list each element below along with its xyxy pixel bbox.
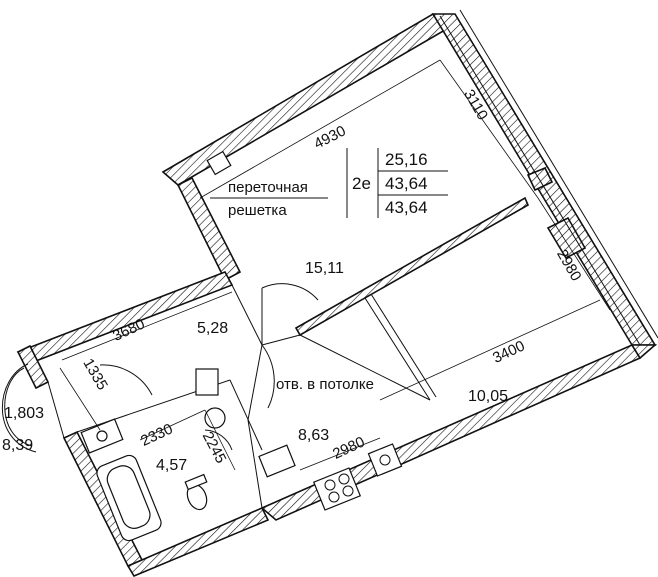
grille-label-2: решетка bbox=[228, 202, 287, 219]
riser-box bbox=[195, 368, 219, 396]
balcony-left bbox=[1, 363, 37, 453]
dim-2330: 2330 bbox=[138, 420, 175, 450]
wall-bedroom-left bbox=[176, 176, 242, 282]
legend-total-area: 43,64 bbox=[385, 174, 428, 193]
doors bbox=[99, 283, 319, 451]
wall-right-bottom bbox=[630, 344, 658, 360]
legend-living-area: 25,16 bbox=[385, 150, 428, 169]
ventilation bbox=[367, 443, 403, 477]
dim-2245: 2245 bbox=[199, 429, 230, 466]
balcony-area-a: 1,803 bbox=[4, 405, 44, 422]
room-kitchen-area: 8,63 bbox=[298, 427, 329, 444]
door-bathroom bbox=[204, 429, 233, 451]
window-right bbox=[439, 9, 658, 346]
area-legend: 25,16 2е 43,64 43,64 bbox=[346, 148, 448, 218]
grille-label-1: переточная bbox=[228, 179, 308, 196]
door-kitchen bbox=[261, 344, 275, 409]
dimension-lines bbox=[59, 59, 611, 471]
wall-pier-2 bbox=[526, 166, 554, 192]
wall-bathroom-bottom bbox=[126, 506, 270, 577]
kitchen-sink bbox=[258, 444, 296, 478]
dim-2980-kitchen: 2980 bbox=[330, 433, 367, 463]
legend-total-area-2: 43,64 bbox=[385, 198, 428, 217]
door-bedroom bbox=[261, 283, 319, 301]
legend-rooms-count: 2е bbox=[352, 174, 371, 193]
room-bedroom-area: 15,11 bbox=[305, 260, 344, 277]
grille-box bbox=[206, 150, 232, 176]
washbasin bbox=[204, 407, 226, 429]
wall-hall-top bbox=[16, 270, 234, 365]
ceiling-opening-label: отв. в потолке bbox=[276, 376, 374, 393]
room-living-area: 10,05 bbox=[468, 388, 508, 405]
dim-4930: 4930 bbox=[311, 122, 348, 152]
fixtures bbox=[80, 150, 403, 542]
balcony-area-b: 8,39 bbox=[2, 437, 33, 454]
wall-bedroom-living bbox=[294, 196, 530, 337]
room-hall-area: 5,28 bbox=[197, 320, 228, 337]
dim-1335: 1335 bbox=[79, 356, 110, 393]
dim-3400: 3400 bbox=[490, 337, 527, 367]
outer-walls bbox=[16, 12, 658, 577]
door-hall bbox=[99, 364, 153, 396]
room-bathroom-area: 4,57 bbox=[156, 457, 187, 474]
